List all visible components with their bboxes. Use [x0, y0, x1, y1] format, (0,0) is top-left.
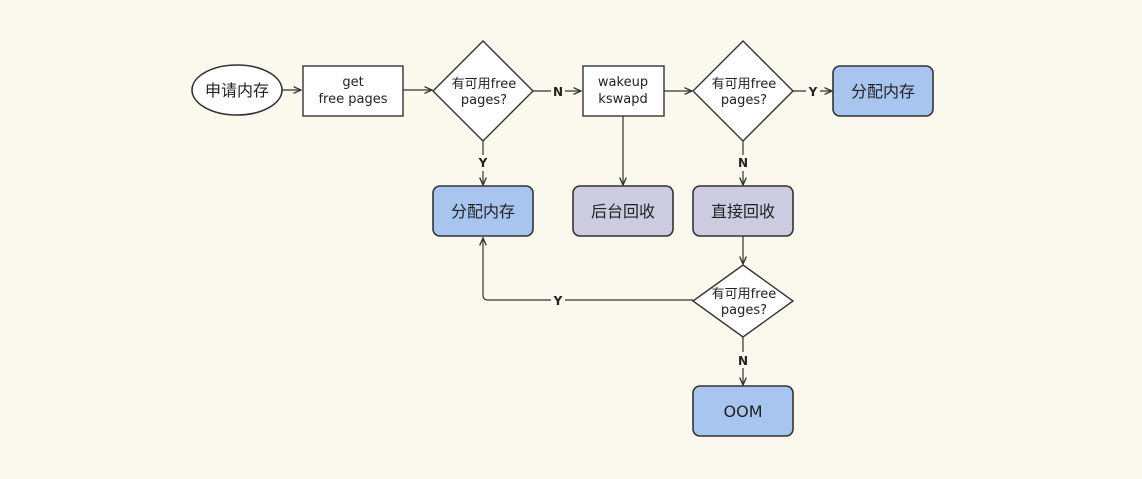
node-alloc-middle-label: 分配内存	[451, 202, 515, 221]
node-wakeup-line2: kswapd	[598, 92, 647, 107]
edge-label-d2-no: N	[738, 156, 748, 170]
node-get-free-pages: get free pages	[302, 65, 404, 117]
node-decision3-line2: pages?	[721, 303, 767, 318]
node-oom: OOM	[692, 385, 794, 437]
edge-decision3-yes	[483, 238, 693, 301]
node-start-label: 申请内存	[205, 81, 269, 100]
node-wakeup-line1: wakeup	[598, 75, 648, 90]
edge-label-d3-no: N	[738, 354, 748, 368]
node-decision2: 有可用free pages?	[692, 40, 794, 142]
edge-label-d1-no: N	[553, 85, 563, 99]
node-decision1-line2: pages?	[461, 93, 507, 108]
node-decision1-line1: 有可用free	[452, 77, 517, 92]
edge-label-d3-yes: Y	[553, 294, 563, 308]
node-start: 申请内存	[191, 64, 283, 116]
node-get-line2: free pages	[318, 92, 387, 107]
node-decision1: 有可用free pages?	[432, 40, 534, 142]
node-oom-label: OOM	[724, 402, 763, 421]
node-decision2-line2: pages?	[721, 93, 767, 108]
edge-labels: N Y Y N Y N	[476, 83, 820, 368]
node-wakeup-kswapd: wakeup kswapd	[582, 65, 665, 117]
node-background-reclaim-label: 后台回收	[591, 202, 655, 221]
edges	[282, 90, 832, 385]
edge-label-d1-yes: Y	[478, 156, 488, 170]
node-direct-reclaim: 直接回收	[692, 185, 794, 237]
edge-label-d2-yes: Y	[808, 85, 818, 99]
node-decision3-line1: 有可用free	[712, 287, 777, 302]
node-alloc-middle: 分配内存	[432, 185, 534, 237]
node-alloc-top-right: 分配内存	[832, 65, 934, 117]
node-get-line1: get	[342, 75, 363, 90]
node-alloc-top-right-label: 分配内存	[851, 82, 915, 101]
node-decision2-line1: 有可用free	[712, 77, 777, 92]
node-direct-reclaim-label: 直接回收	[711, 202, 775, 221]
node-background-reclaim: 后台回收	[572, 185, 674, 237]
node-decision3: 有可用free pages?	[691, 264, 795, 338]
